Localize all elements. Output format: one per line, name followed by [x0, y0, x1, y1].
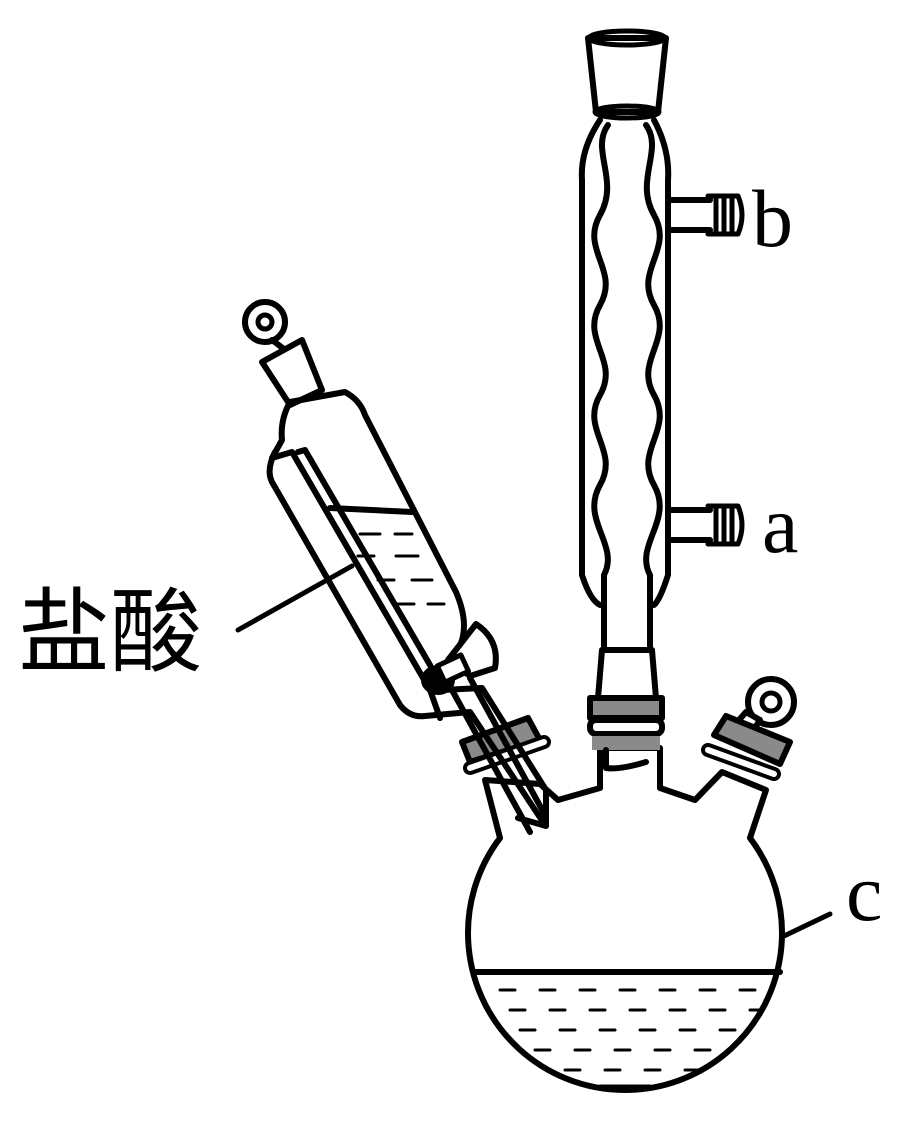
funnel-stem — [449, 675, 548, 835]
stopper-ring — [745, 676, 797, 728]
funnel-stopper — [259, 337, 325, 408]
reflux-condenser — [578, 28, 745, 772]
funnel-liquid-dashes — [356, 532, 446, 606]
flask-body — [465, 745, 785, 1093]
condenser-jacket — [578, 117, 672, 608]
funnel-stopper-ring — [242, 299, 288, 345]
center-neck-clamp — [587, 695, 665, 750]
water-inlet-nozzle-a — [705, 503, 745, 547]
pressure-equalizing-tube — [266, 447, 549, 828]
condenser-top-joint — [585, 35, 669, 115]
hcl-leader-line — [235, 563, 355, 633]
flask-liquid-dashes — [498, 988, 764, 1088]
right-neck-clamp — [711, 713, 793, 767]
right-neck-stopper — [701, 676, 797, 781]
funnel-stopcock — [421, 621, 499, 695]
label-a: a — [762, 479, 798, 570]
dropping-funnel — [242, 299, 549, 835]
condenser-inner-tube — [591, 122, 663, 653]
label-hydrochloric-acid: 盐酸 — [18, 582, 202, 684]
funnel-liquid-surface — [327, 505, 415, 515]
c-leader-line — [781, 911, 833, 939]
label-c: c — [846, 847, 882, 938]
water-outlet-nozzle-b — [705, 193, 745, 237]
three-neck-flask — [465, 745, 785, 1093]
funnel-body — [269, 389, 467, 721]
label-b: b — [752, 173, 793, 264]
